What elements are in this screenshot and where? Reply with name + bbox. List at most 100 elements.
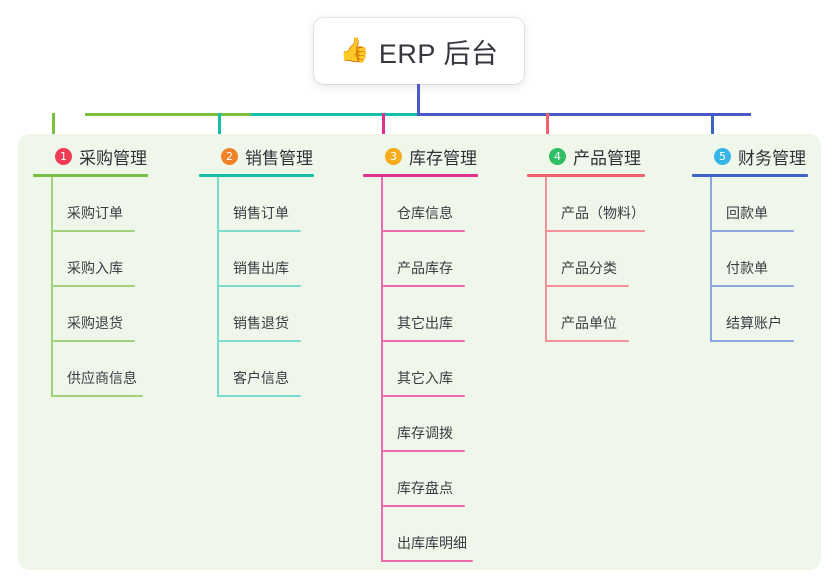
branch-leaf[interactable]: 客户信息 [199, 342, 349, 397]
branch-leaf-underline [710, 230, 794, 232]
branch-header-财务管理[interactable]: 5 财务管理 [692, 143, 839, 169]
branch-spine [710, 177, 712, 342]
branch-body: 仓库信息产品库存其它出库其它入库库存调拨库存盘点出库库明细 [363, 177, 513, 562]
branch-column-产品管理: 4 产品管理产品（物料） 产品分类产品单位 [527, 143, 677, 342]
branch-index-badge: 3 [385, 147, 402, 165]
branch-header-产品管理[interactable]: 4 产品管理 [527, 143, 677, 169]
branch-leaf-underline [381, 340, 465, 342]
branch-body: 销售订单销售出库销售退货客户信息 [199, 177, 349, 397]
branch-leaf[interactable]: 库存调拨 [363, 397, 513, 452]
branch-leaf-label: 产品单位 [561, 315, 617, 331]
branch-leaf-underline [381, 450, 465, 452]
root-node-label: 👍 ERP 后台 [340, 32, 499, 71]
branch-leaf-label: 出库库明细 [397, 535, 467, 551]
branch-leaf[interactable]: 付款单 [692, 232, 839, 287]
branch-leaf-label: 产品（物料） [561, 205, 645, 221]
trunk-segment-teal [251, 113, 417, 116]
branch-leaf-underline [381, 285, 465, 287]
branch-leaf-label: 销售出库 [233, 260, 289, 276]
branch-leaf[interactable]: 产品单位 [527, 287, 677, 342]
branch-title: 财务管理 [738, 148, 806, 168]
branch-leaf-underline [217, 340, 301, 342]
branch-leaf[interactable]: 产品（物料） [527, 177, 677, 232]
branch-leaf[interactable]: 销售退货 [199, 287, 349, 342]
branch-title: 产品管理 [573, 148, 641, 168]
branch-leaf-underline [545, 285, 629, 287]
branch-leaf-underline [51, 340, 135, 342]
branch-header-库存管理[interactable]: 3 库存管理 [363, 143, 513, 169]
branch-leaf[interactable]: 出库库明细 [363, 507, 513, 562]
root-title-text: ERP 后台 [378, 38, 499, 69]
branch-leaf[interactable]: 回款单 [692, 177, 839, 232]
thumbs-up-icon: 👍 [339, 37, 370, 64]
branch-leaf-label: 供应商信息 [67, 370, 137, 386]
branch-leaf[interactable]: 供应商信息 [33, 342, 183, 397]
branch-spine [381, 177, 383, 562]
branch-leaf-label: 付款单 [726, 260, 768, 276]
branch-leaf-underline [381, 395, 465, 397]
branch-header-underline [363, 174, 478, 177]
branch-header-underline [33, 174, 148, 177]
trunk-segment-blue [417, 113, 751, 116]
branch-leaf[interactable]: 仓库信息 [363, 177, 513, 232]
branch-header-underline [692, 174, 808, 177]
branch-leaf[interactable]: 其它入库 [363, 342, 513, 397]
branch-leaf-label: 销售订单 [233, 205, 289, 221]
branch-column-采购管理: 1 采购管理采购订单采购入库采购退货供应商信息 [33, 143, 183, 397]
root-stem [417, 84, 420, 116]
branch-column-财务管理: 5 财务管理回款单付款单结算账户 [692, 143, 839, 342]
branch-title: 库存管理 [409, 148, 477, 168]
branch-leaf[interactable]: 采购退货 [33, 287, 183, 342]
branch-header-采购管理[interactable]: 1 采购管理 [33, 143, 183, 169]
branch-leaf-label: 其它出库 [397, 315, 453, 331]
branch-leaf[interactable]: 产品分类 [527, 232, 677, 287]
branch-body: 采购订单采购入库采购退货供应商信息 [33, 177, 183, 397]
branch-leaf-label: 采购入库 [67, 260, 123, 276]
branch-leaf[interactable]: 其它出库 [363, 287, 513, 342]
branch-leaf-underline [381, 230, 465, 232]
branch-leaf-underline [545, 230, 645, 232]
branch-index-badge: 1 [55, 147, 72, 165]
branch-leaf[interactable]: 结算账户 [692, 287, 839, 342]
branch-leaf[interactable]: 采购订单 [33, 177, 183, 232]
branch-title: 采购管理 [79, 148, 147, 168]
branch-panel [18, 134, 821, 570]
branch-spine [51, 177, 53, 397]
branch-index-badge: 2 [221, 147, 238, 165]
branch-leaf-label: 产品库存 [397, 260, 453, 276]
branch-leaf-underline [217, 395, 301, 397]
branch-body: 回款单付款单结算账户 [692, 177, 839, 342]
branch-leaf-label: 销售退货 [233, 315, 289, 331]
branch-header-underline [527, 174, 645, 177]
branch-leaf-label: 产品分类 [561, 260, 617, 276]
branch-index-badge: 4 [549, 147, 566, 165]
branch-leaf[interactable]: 销售出库 [199, 232, 349, 287]
branch-leaf-label: 客户信息 [233, 370, 289, 386]
branch-leaf-underline [381, 560, 473, 562]
branch-leaf-label: 采购退货 [67, 315, 123, 331]
trunk-segment-green [85, 113, 251, 116]
branch-spine [217, 177, 219, 397]
branch-leaf-underline [217, 230, 301, 232]
branch-spine [545, 177, 547, 342]
branch-leaf-underline [381, 505, 465, 507]
branch-leaf[interactable]: 产品库存 [363, 232, 513, 287]
branch-leaf-label: 仓库信息 [397, 205, 453, 221]
branch-leaf-underline [710, 285, 794, 287]
root-node[interactable]: 👍 ERP 后台 [314, 18, 524, 84]
branch-leaf-underline [51, 285, 135, 287]
branch-leaf[interactable]: 采购入库 [33, 232, 183, 287]
branch-index-badge: 5 [714, 147, 731, 165]
branch-leaf-label: 采购订单 [67, 205, 123, 221]
branch-leaf-label: 其它入库 [397, 370, 453, 386]
branch-leaf[interactable]: 库存盘点 [363, 452, 513, 507]
branch-leaf-underline [51, 230, 135, 232]
branch-leaf-label: 结算账户 [726, 315, 782, 331]
branch-column-库存管理: 3 库存管理仓库信息产品库存其它出库其它入库库存调拨库存盘点出库库明细 [363, 143, 513, 562]
branch-leaf[interactable]: 销售订单 [199, 177, 349, 232]
branch-leaf-underline [51, 395, 143, 397]
branch-leaf-label: 回款单 [726, 205, 768, 221]
